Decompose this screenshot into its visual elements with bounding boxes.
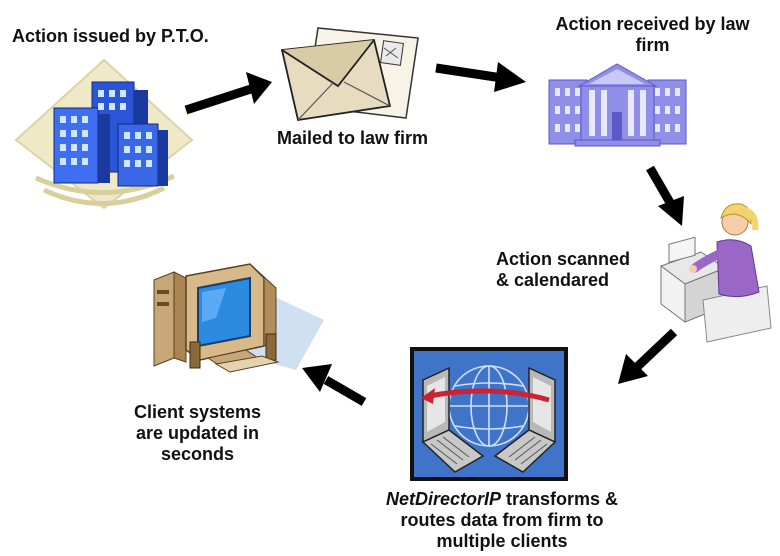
network-globe-icon (410, 347, 568, 481)
label-netdirector: NetDirectorIP transforms & routes data f… (352, 489, 652, 552)
arrow-mailed-to-received (435, 62, 526, 92)
label-line: firm (635, 35, 670, 55)
label-line: multiple clients (436, 531, 568, 551)
courthouse-icon (548, 63, 687, 147)
label-action-scanned: Action scanned & calendared (496, 249, 630, 291)
label-line: Action received by law (555, 14, 750, 34)
arrow-issued-to-mailed (184, 72, 272, 115)
label-line: Client systems (133, 402, 262, 422)
arrow-scanned-to-netdirector (618, 328, 678, 384)
label-text: transforms & (501, 489, 619, 509)
label-line: NetDirectorIP transforms & (352, 489, 652, 510)
office-building-icon (14, 58, 194, 210)
label-line: are updated in (135, 423, 260, 443)
product-name: NetDirectorIP (385, 489, 501, 509)
label-line: Action scanned (496, 249, 631, 269)
label-line: & calendared (496, 270, 610, 290)
label-client-updated: Client systems are updated in seconds (110, 402, 285, 465)
label-line: seconds (160, 444, 235, 464)
label-action-received: Action received by law firm (540, 14, 765, 56)
label-action-issued: Action issued by P.T.O. (12, 26, 209, 46)
office-worker-icon (659, 203, 772, 343)
label-mailed: Mailed to law firm (277, 128, 429, 148)
arrow-netdirector-to-client (302, 364, 367, 406)
label-line: routes data from firm to (400, 510, 604, 530)
arrow-received-to-scanned (646, 165, 684, 226)
envelope-icon (280, 27, 419, 122)
desktop-computer-icon (153, 263, 324, 373)
